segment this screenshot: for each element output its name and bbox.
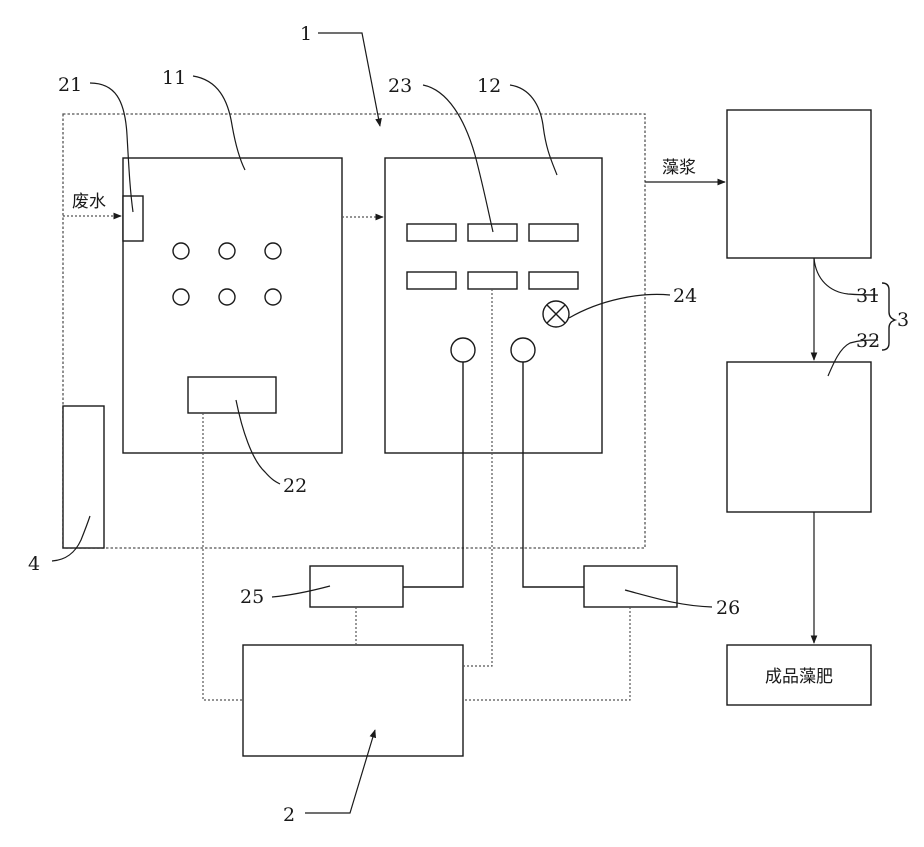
sensor-slot <box>407 224 456 241</box>
lamp-24-icon <box>543 301 569 327</box>
leader-1 <box>318 33 380 126</box>
hole-circle <box>219 243 235 259</box>
label-25: 25 <box>240 586 264 608</box>
label-12: 12 <box>477 75 501 97</box>
label-3: 3 <box>897 309 909 331</box>
port-right-circle <box>511 338 535 362</box>
sensor-slot <box>529 224 578 241</box>
sensor-slot <box>468 272 517 289</box>
sensor-slot <box>529 272 578 289</box>
signal-22-controller <box>203 413 243 700</box>
signal-26-controller <box>463 607 630 700</box>
leader-11 <box>193 76 245 170</box>
hole-circle <box>173 243 189 259</box>
sensor-slot-23 <box>468 224 517 241</box>
label-22: 22 <box>283 475 307 497</box>
label-32: 32 <box>856 330 880 352</box>
product-label: 成品藻肥 <box>765 667 833 687</box>
label-24: 24 <box>673 285 697 307</box>
label-31: 31 <box>856 285 880 307</box>
label-1: 1 <box>300 23 312 45</box>
port-left-circle <box>451 338 475 362</box>
box-31 <box>727 110 871 258</box>
hole-circle <box>265 243 281 259</box>
label-26: 26 <box>716 597 740 619</box>
sensor-slot <box>407 272 456 289</box>
hole-circle <box>173 289 189 305</box>
hole-circle <box>265 289 281 305</box>
module-26 <box>584 566 677 607</box>
storage-4 <box>63 406 104 548</box>
unit-12 <box>385 158 602 453</box>
controller-2 <box>243 645 463 756</box>
hole-circle <box>219 289 235 305</box>
label-11: 11 <box>162 67 186 89</box>
algae-slurry-label: 藻浆 <box>662 158 696 178</box>
label-21: 21 <box>58 74 82 96</box>
label-4: 4 <box>28 553 40 575</box>
box-32 <box>727 362 871 512</box>
water-inlet-21 <box>123 196 143 241</box>
module-25 <box>310 566 403 607</box>
label-23: 23 <box>388 75 412 97</box>
brace-3 <box>882 283 895 350</box>
wastewater-label: 废水 <box>72 192 106 212</box>
module-22 <box>188 377 276 413</box>
label-2: 2 <box>283 804 295 826</box>
